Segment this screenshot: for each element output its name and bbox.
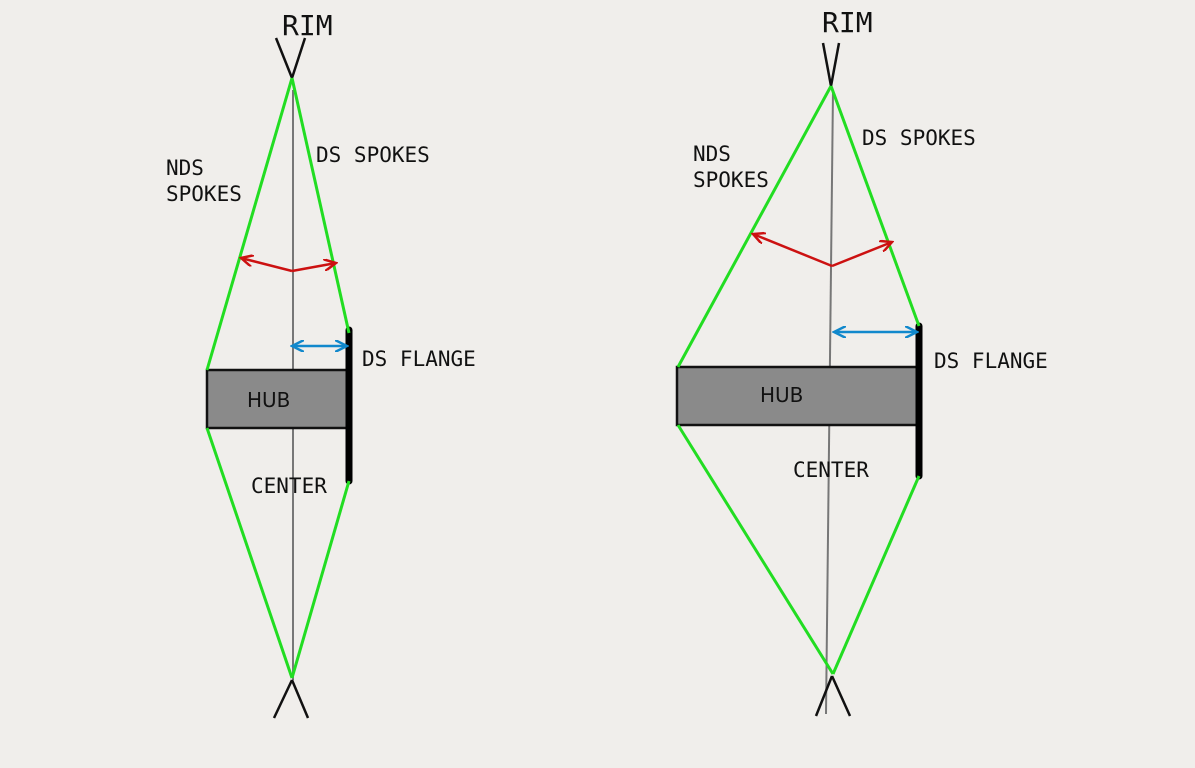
- rim-label: RIM: [282, 9, 333, 42]
- hub-label: HUB: [247, 388, 290, 412]
- top-rim-mark: [821, 42, 841, 87]
- spoke-angle-arrows: [241, 258, 336, 273]
- center-label: CENTER: [793, 458, 869, 482]
- hub-label: HUB: [760, 383, 803, 407]
- nds-spokes: [205, 77, 294, 679]
- center-label: CENTER: [251, 474, 327, 498]
- nds-spokes-label-line2: SPOKES: [166, 182, 242, 206]
- spoke-angle-arrows: [753, 234, 892, 268]
- nds-spokes-label-line2: SPOKES: [693, 168, 769, 192]
- nds-spokes-label: NDS: [166, 156, 204, 180]
- left-wheel: RIM NDS SPOKES DS SPOKES DS FLANGE HUB C…: [166, 9, 476, 719]
- bottom-rim-mark: [272, 679, 310, 719]
- ds-spokes-label: DS SPOKES: [862, 126, 976, 150]
- ds-spokes-label: DS SPOKES: [316, 143, 430, 167]
- top-rim-mark: [274, 37, 307, 79]
- nds-spokes: [676, 85, 835, 675]
- ds-flange-label: DS FLANGE: [934, 349, 1048, 373]
- nds-spokes-label: NDS: [693, 142, 731, 166]
- ds-flange-label: DS FLANGE: [362, 347, 476, 371]
- right-wheel: RIM NDS SPOKES DS SPOKES DS FLANGE HUB C…: [675, 6, 1048, 717]
- rim-label: RIM: [822, 6, 873, 39]
- ds-spokes: [290, 77, 351, 679]
- bottom-rim-mark: [814, 675, 852, 717]
- ds-spokes: [829, 85, 921, 675]
